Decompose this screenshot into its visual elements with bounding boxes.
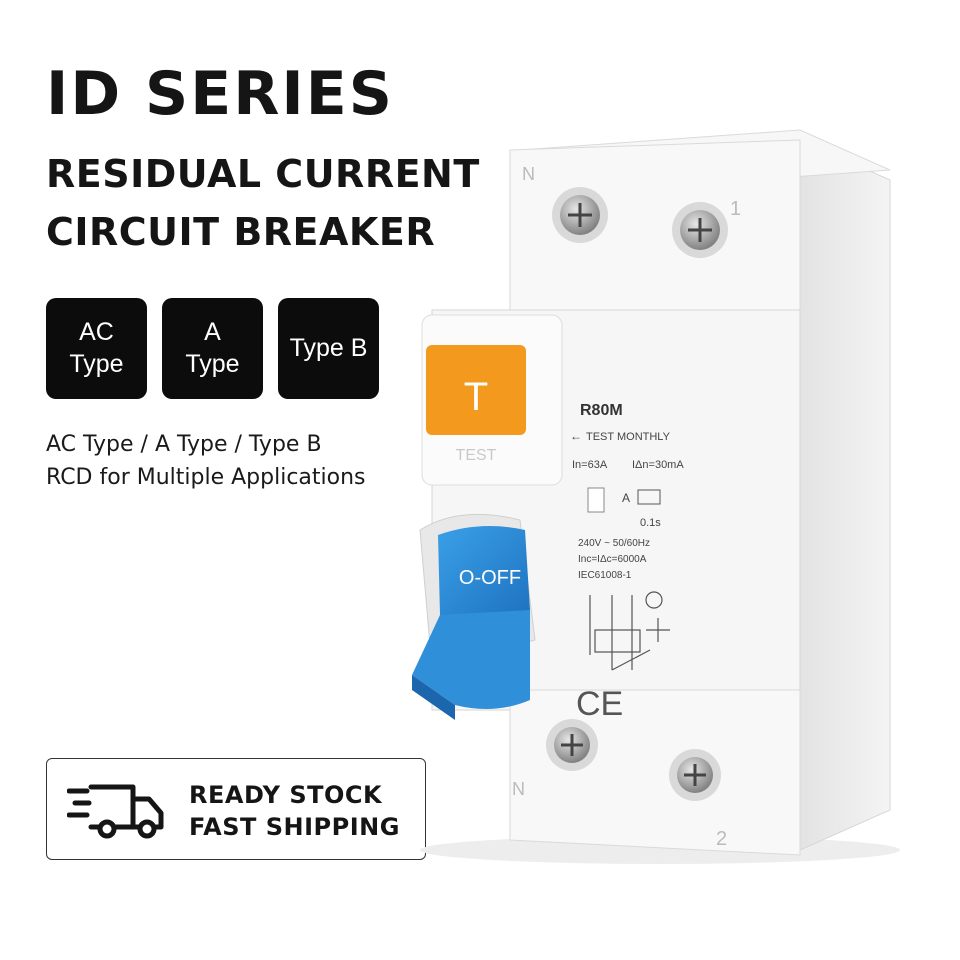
badge-line: Type (69, 349, 124, 378)
badge-line: AC (79, 318, 114, 347)
type-letter-label: A (622, 491, 630, 505)
subtitle-line-2: CIRCUIT BREAKER (46, 210, 436, 254)
badge-a-type: A Type (162, 298, 263, 399)
voltage-label: 240V ~ 50/60Hz (578, 538, 650, 549)
badge-line: Type (185, 349, 240, 378)
fast-shipping-text: FAST SHIPPING (189, 813, 400, 841)
model-label: R80M (580, 402, 623, 419)
description-line-1: AC Type / A Type / Type B (46, 432, 322, 457)
on-off-toggle-switch[interactable] (412, 526, 530, 720)
terminal-label-2: 2 (716, 828, 727, 850)
badge-ac-type: AC Type (46, 298, 147, 399)
arrow-left-icon: ← (570, 429, 582, 443)
wiring-diagram-icon (589, 591, 670, 671)
rated-current-label: In=63A (572, 459, 608, 471)
side-face (799, 139, 891, 851)
trip-indicator-window (587, 487, 605, 513)
terminal-label-1: 1 (730, 198, 741, 220)
badge-line: Type B (289, 333, 368, 362)
test-button-label: TEST (456, 447, 497, 464)
test-button[interactable]: T (426, 345, 526, 435)
ready-stock-text: READY STOCK (189, 781, 383, 809)
rcd-product-image: N 1 T TEST R80M ← TEST MONTHLY In=63A IΔ… (412, 129, 900, 864)
subtitle-line-1: RESIDUAL CURRENT (46, 152, 480, 196)
test-button-letter: T (464, 375, 488, 419)
terminal-screw-top-left[interactable] (552, 187, 608, 243)
terminal-screw-bottom-right[interactable] (669, 749, 721, 801)
badge-type-b: Type B (278, 298, 379, 399)
ce-mark: CE (576, 685, 623, 723)
terminal-label-n-top: N (522, 164, 535, 184)
trip-time-label: 0.1s (640, 517, 661, 529)
page-title: ID SERIES (46, 59, 394, 129)
short-circuit-label: Inc=IΔc=6000A (578, 554, 647, 565)
test-monthly-label: TEST MONTHLY (586, 431, 671, 443)
terminal-label-n-bottom: N (512, 779, 525, 799)
residual-current-label: IΔn=30mA (632, 459, 684, 471)
shipping-banner: READY STOCK FAST SHIPPING (46, 758, 426, 860)
badge-line: A (204, 318, 221, 347)
description-line-2: RCD for Multiple Applications (46, 465, 366, 490)
terminal-screw-bottom-left[interactable] (546, 719, 598, 771)
terminal-screw-top-right[interactable] (672, 202, 728, 258)
standard-label: IEC61008-1 (578, 570, 632, 581)
switch-off-label: O-OFF (459, 567, 521, 589)
lower-block (509, 689, 801, 856)
delivery-truck-icon (67, 784, 164, 839)
waveform-symbol-icon (637, 489, 661, 505)
